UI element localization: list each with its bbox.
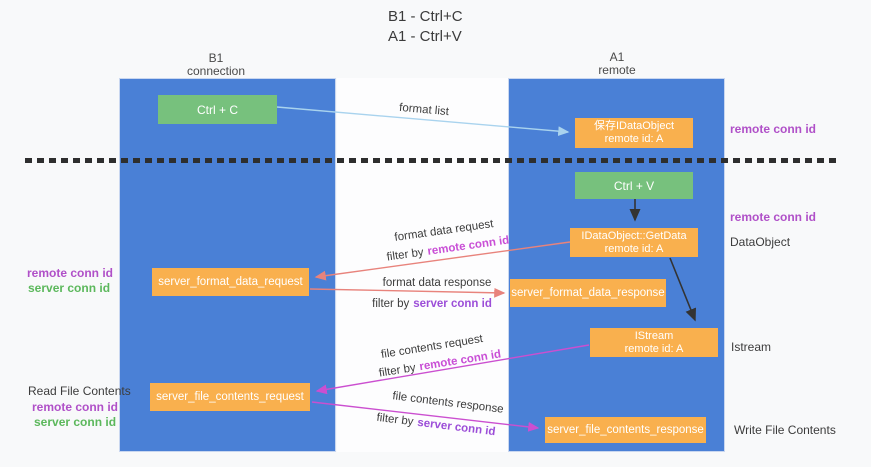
right-write-file-contents-label: Write File Contents — [734, 423, 836, 437]
server-format-data-request-box: server_format_data_request — [152, 268, 309, 296]
right-remote-conn-id-top: remote conn id — [730, 122, 817, 136]
left-remote-conn-id-bottom: remote conn id — [32, 400, 119, 414]
right-remote-conn-id-mid: remote conn id — [730, 210, 817, 224]
lifeline-b1-role: connection — [186, 64, 246, 78]
server-format-data-response-label: server_format_data_response — [511, 286, 665, 299]
title-line-2: A1 - Ctrl+V — [388, 28, 462, 45]
format-data-response-text: format data response — [382, 277, 492, 289]
ctrl-v-label: Ctrl + V — [613, 178, 655, 193]
left-read-file-contents-label: Read File Contents — [28, 384, 131, 398]
save-idataobject-line2: remote id: A — [604, 133, 664, 145]
getdata-line2: remote id: A — [604, 242, 664, 255]
lifeline-b1-name: B1 — [208, 51, 224, 65]
left-server-conn-id-bottom: server conn id — [34, 415, 117, 429]
server-file-contents-request-label: server_file_contents_request — [156, 390, 304, 403]
server-file-contents-response-label: server_file_contents_response — [547, 423, 704, 436]
istream-box: IStream remote id: A — [590, 328, 718, 357]
server-file-contents-request-box: server_file_contents_request — [150, 383, 310, 411]
diagram-title: B1 - Ctrl+C A1 - Ctrl+V — [388, 7, 463, 47]
istream-line2: remote id: A — [624, 342, 684, 355]
left-server-conn-id-top: server conn id — [28, 281, 111, 295]
format-data-response-label: format data response — [383, 277, 492, 289]
save-idataobject-line1: 保存IDataObject — [593, 120, 675, 132]
save-idataobject-box: 保存IDataObject remote id: A — [575, 118, 693, 148]
lifeline-header-a1: A1 remote — [562, 51, 672, 77]
right-istream-label: Istream — [731, 340, 772, 354]
server-conn-id-text: server conn id — [413, 298, 492, 310]
server-format-data-request-label: server_format_data_request — [158, 275, 303, 288]
left-remote-conn-id-top: remote conn id — [27, 266, 114, 280]
filter-by-text: filter by — [372, 298, 410, 310]
getdata-line1: IDataObject::GetData — [581, 229, 687, 242]
lifeline-a1-name: A1 — [609, 50, 625, 64]
istream-line1: IStream — [634, 329, 674, 342]
ctrl-c-label: Ctrl + C — [196, 102, 238, 117]
ctrl-v-box: Ctrl + V — [575, 172, 693, 199]
ctrl-c-box: Ctrl + C — [158, 95, 277, 124]
lifeline-a1-role: remote — [598, 63, 636, 77]
lifeline-header-b1: B1 connection — [161, 52, 271, 78]
server-file-contents-response-box: server_file_contents_response — [545, 417, 706, 443]
dashed-divider-line — [25, 158, 838, 163]
server-format-data-response-box: server_format_data_response — [510, 279, 666, 307]
idataobject-getdata-box: IDataObject::GetData remote id: A — [570, 228, 698, 257]
title-line-1: B1 - Ctrl+C — [388, 8, 463, 25]
right-dataobject-label: DataObject — [730, 235, 791, 249]
